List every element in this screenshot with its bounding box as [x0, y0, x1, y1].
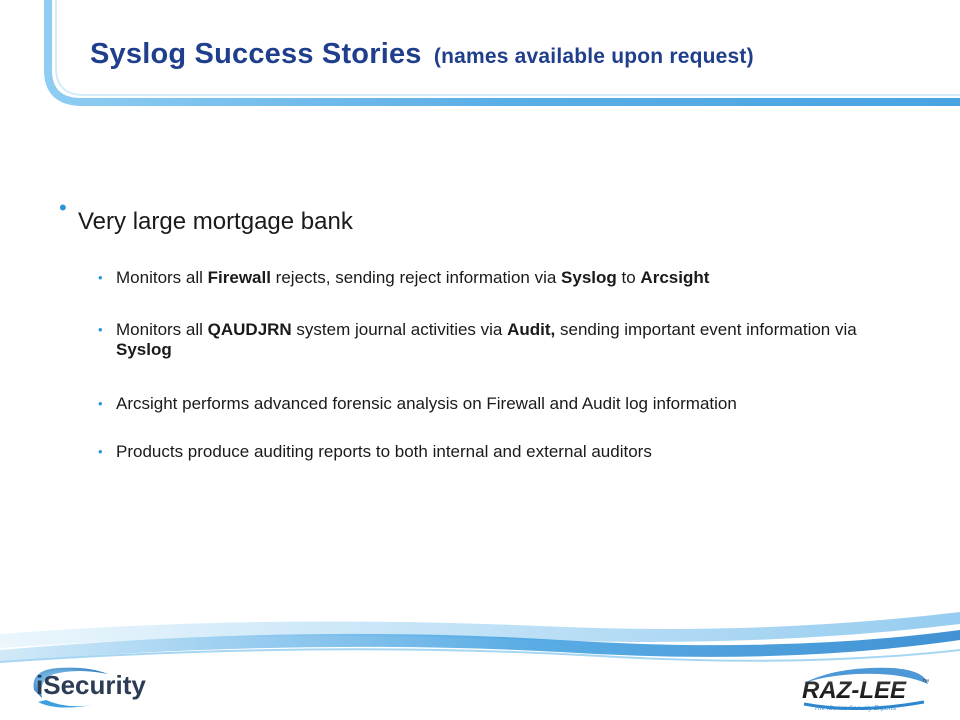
text-run-bold: Syslog — [561, 268, 617, 287]
sub-bullet-text: Arcsight performs advanced forensic anal… — [116, 394, 916, 414]
razlee-trademark: ™ — [922, 679, 929, 686]
isecurity-logo-text: iSecurity — [36, 670, 146, 700]
footer-swoosh — [0, 612, 960, 663]
text-run-bold: Audit, — [507, 320, 556, 339]
slide-title-main: Syslog Success Stories — [90, 38, 422, 70]
bullet-dot-icon: • — [98, 444, 103, 459]
text-run: system journal activities via — [291, 320, 508, 339]
sub-bullet-text: Products produce auditing reports to bot… — [116, 442, 916, 462]
text-run: Arcsight performs advanced forensic anal… — [116, 394, 737, 413]
isecurity-logo: iSecurity — [33, 667, 146, 708]
sub-bullet-text: Monitors all QAUDJRN system journal acti… — [116, 320, 916, 360]
text-run-bold: Syslog — [116, 340, 172, 359]
text-run-bold: Firewall — [207, 268, 271, 287]
text-run-bold: QAUDJRN — [207, 320, 292, 339]
text-run: rejects, sending reject information via — [270, 268, 562, 287]
bullet-dot-icon: • — [98, 396, 103, 411]
main-bullet-text: Very large mortgage bank — [78, 208, 353, 235]
text-run-bold: Arcsight — [640, 268, 710, 287]
slide-title-sub: (names available upon request) — [433, 45, 754, 68]
razlee-logo: RAZ-LEE ™ The iSeries Security Experts — [802, 667, 929, 712]
text-run: Monitors all — [116, 268, 208, 287]
bullet-dot-icon: • — [98, 322, 103, 337]
razlee-tagline: The iSeries Security Experts — [814, 705, 897, 712]
text-run: sending important event information via — [555, 320, 857, 339]
bullet-dot-icon: • — [59, 195, 67, 220]
text-run: to — [616, 268, 641, 287]
text-run: Products produce auditing reports to bot… — [116, 442, 652, 461]
sub-bullet-text: Monitors all Firewall rejects, sending r… — [116, 268, 916, 288]
razlee-logo-text: RAZ-LEE — [802, 677, 907, 704]
header-bracket — [44, 0, 960, 106]
text-run: Monitors all — [116, 320, 208, 339]
slide-title: Syslog Success Stories (names available … — [90, 38, 754, 71]
bullet-dot-icon: • — [98, 270, 103, 285]
